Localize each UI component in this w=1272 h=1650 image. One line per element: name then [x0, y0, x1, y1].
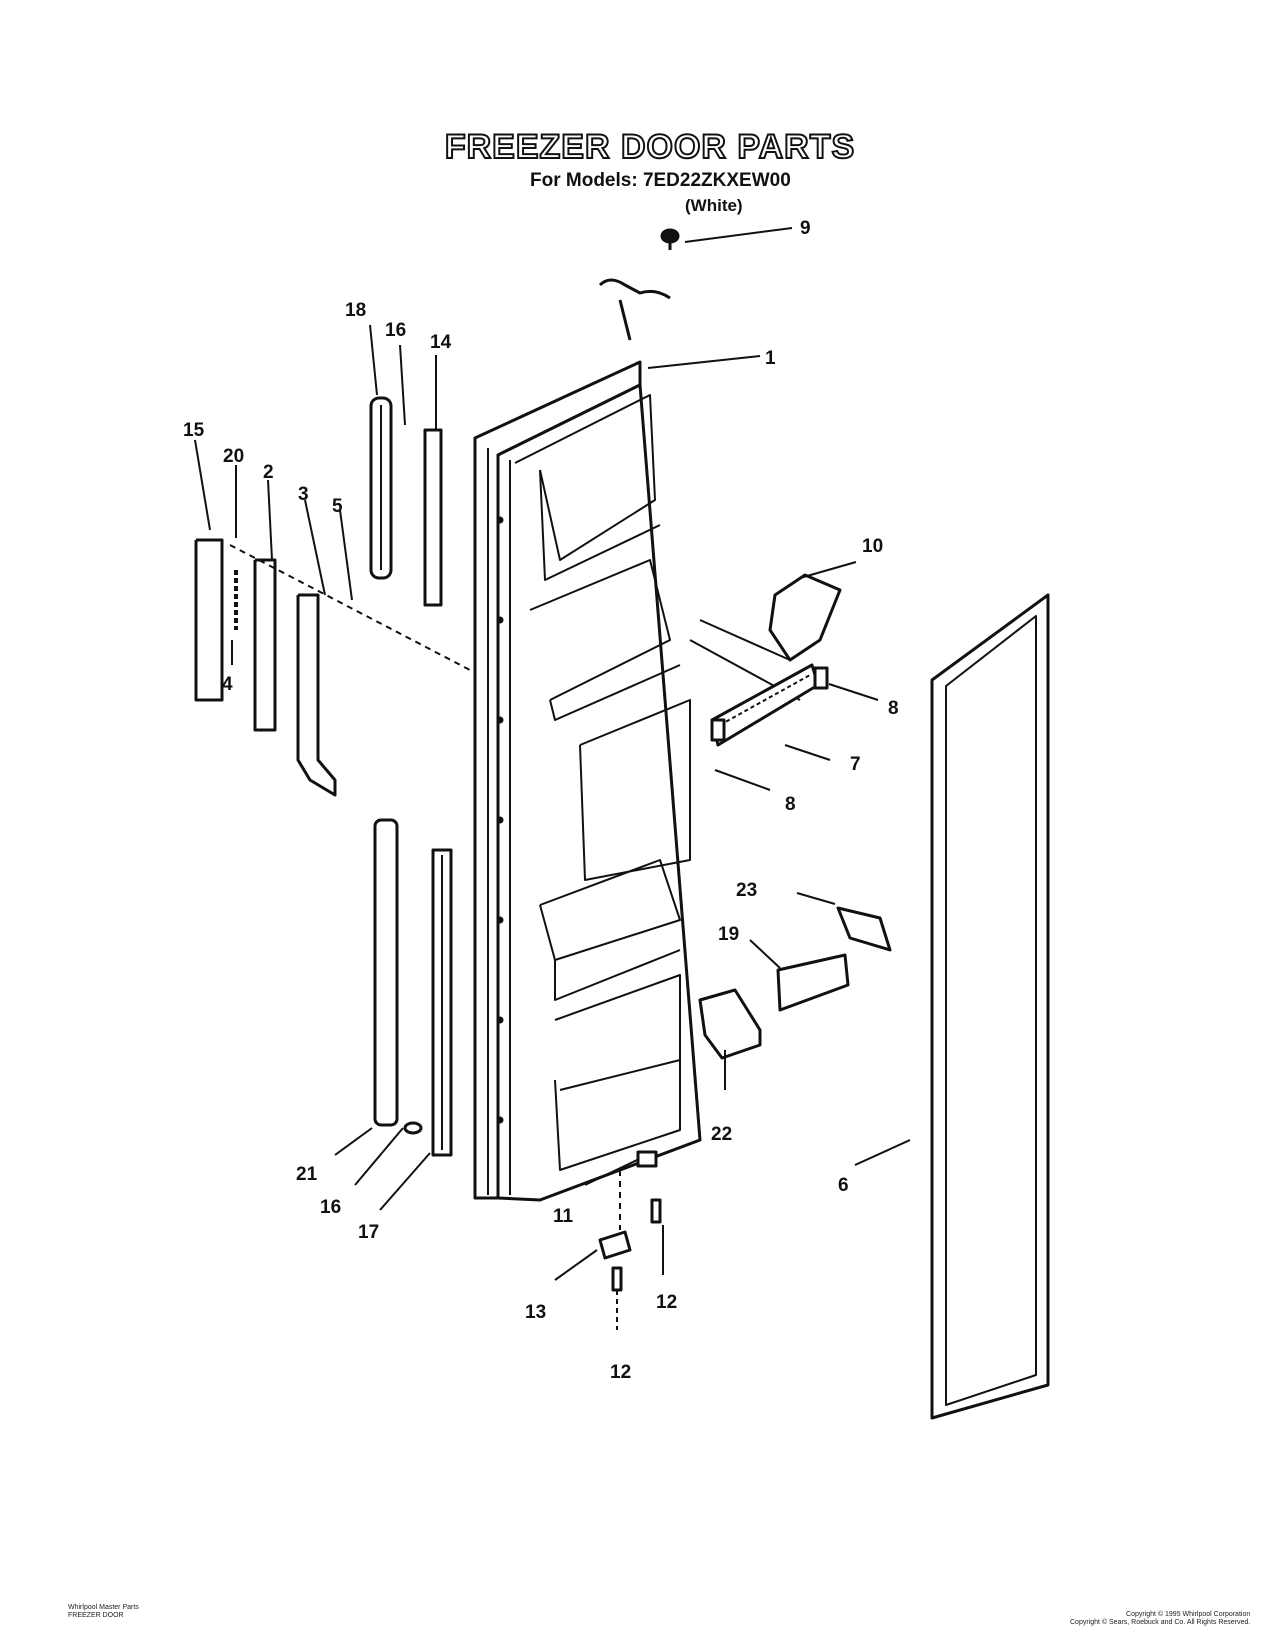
- callout-15: 15: [183, 420, 205, 441]
- callout-18: 18: [345, 300, 366, 321]
- switch-bracket-part: [710, 663, 829, 747]
- callout-17: 17: [358, 1222, 379, 1243]
- door-panel-part: [473, 278, 702, 1202]
- model-subtitle: For Models: 7ED22ZKXEW00: [530, 170, 791, 191]
- footer-right: Copyright © 1995 Whirlpool Corporation C…: [1070, 1611, 1250, 1627]
- callout-20: 20: [223, 446, 244, 467]
- callout-12a: 12: [656, 1292, 677, 1313]
- footer-right-line1: Copyright © 1995 Whirlpool Corporation: [1126, 1611, 1251, 1618]
- callout-4: 4: [222, 674, 233, 695]
- callout-23: 23: [736, 880, 757, 901]
- hinge-parts: [598, 1150, 662, 1330]
- page-title: FREEZER DOOR PARTS: [444, 127, 856, 167]
- screw-part: [660, 228, 680, 250]
- callout-3: 3: [298, 484, 309, 505]
- callout-labels: 1 2 3 4 5 6 7 8 8 9 10 11 12 12 13 14 15…: [183, 218, 899, 1383]
- callout-16a: 16: [385, 320, 406, 341]
- callout-10: 10: [862, 536, 883, 557]
- lower-trim-parts: [373, 818, 453, 1157]
- leader-lines: [194, 227, 911, 1281]
- door-gasket-part: [930, 593, 1050, 1420]
- callout-5: 5: [332, 496, 343, 517]
- callout-12b: 12: [610, 1362, 631, 1383]
- dispenser-chute-part: [689, 573, 842, 701]
- footer-left-line1: Whirlpool Master Parts: [68, 1604, 139, 1611]
- color-variant: (White): [685, 196, 743, 215]
- footer-left-line2: FREEZER DOOR: [68, 1612, 124, 1619]
- callout-6: 6: [838, 1175, 849, 1196]
- callout-14: 14: [430, 332, 452, 353]
- callout-7: 7: [850, 754, 861, 775]
- callout-19: 19: [718, 924, 739, 945]
- callout-1: 1: [765, 348, 776, 369]
- callout-22: 22: [711, 1124, 732, 1145]
- callout-21: 21: [296, 1164, 318, 1185]
- callout-13: 13: [525, 1302, 546, 1323]
- footer-right-line2: Copyright © Sears, Roebuck and Co. All R…: [1070, 1619, 1251, 1626]
- footer-left: Whirlpool Master Parts FREEZER DOOR: [68, 1604, 139, 1620]
- callout-11: 11: [553, 1206, 574, 1227]
- callout-8b: 8: [785, 794, 796, 815]
- callout-16b: 16: [320, 1197, 341, 1218]
- door-shelf-parts: [698, 906, 892, 1060]
- callout-9: 9: [800, 218, 811, 239]
- handle-trim-parts: [194, 396, 471, 797]
- callout-8a: 8: [888, 698, 899, 719]
- callout-2: 2: [263, 462, 274, 483]
